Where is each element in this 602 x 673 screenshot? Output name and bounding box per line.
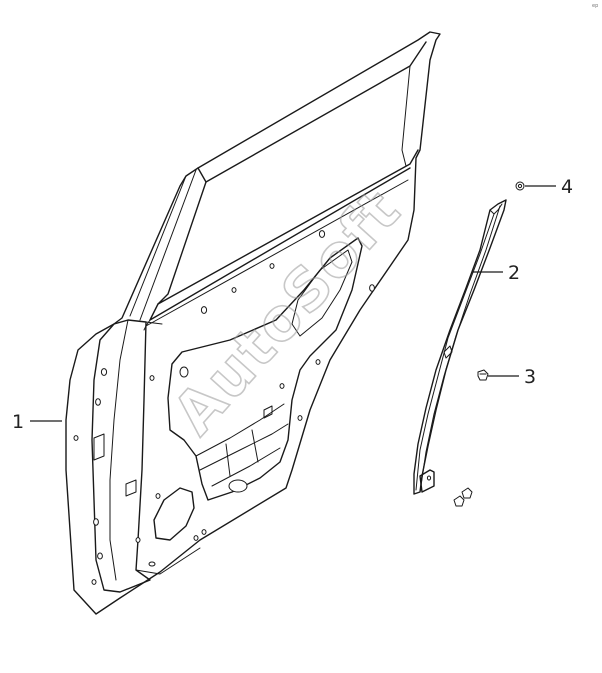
screw-part-3 [477, 369, 489, 381]
callout-number-1: 1 [12, 411, 24, 433]
callout-2: 2 [472, 262, 520, 284]
watermark-text: AutoSoft [160, 176, 414, 448]
callout-number-2: 2 [508, 262, 520, 284]
screw-loose-lower [453, 495, 465, 507]
run-channel-part-2 [413, 199, 507, 495]
callout-3: 3 [488, 366, 536, 388]
callout-1: 1 [12, 411, 62, 433]
callout-number-3: 3 [524, 366, 536, 388]
callout-4: 4 [525, 176, 573, 198]
callout-number-4: 4 [561, 176, 573, 198]
nut-part-4 [515, 181, 525, 191]
screw-loose-upper [461, 487, 473, 499]
corner-mark: ep [592, 3, 598, 9]
door-shell-part-1 [65, 31, 441, 615]
